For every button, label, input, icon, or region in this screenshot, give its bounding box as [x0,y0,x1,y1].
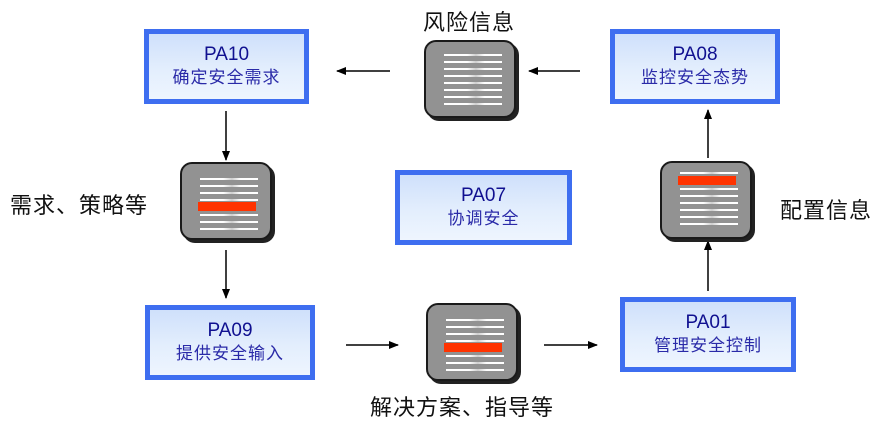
process-name: 协调安全 [447,208,520,229]
document-label-risk: 风险信息 [423,11,516,36]
highlight-bar [444,343,502,352]
document-icon-config [660,161,752,239]
highlight-bar [198,202,256,211]
process-name: 确定安全需求 [172,67,281,88]
process-box-pa10[interactable]: PA10 确定安全需求 [144,29,309,104]
process-name: 管理安全控制 [654,335,762,356]
document-label-config: 配置信息 [780,199,873,224]
document-icon-requirements [180,162,272,240]
document-label-solutions: 解决方案、指导等 [370,396,555,421]
process-code: PA08 [672,43,718,65]
process-code: PA01 [685,311,731,333]
highlight-bar [678,176,736,185]
process-name: 监控安全态势 [641,67,749,88]
process-box-pa07[interactable]: PA07 协调安全 [395,170,572,245]
process-code: PA07 [460,184,507,206]
document-label-requirements: 需求、策略等 [10,194,149,219]
document-icon-risk [424,40,516,118]
process-box-pa01[interactable]: PA01 管理安全控制 [620,297,796,372]
process-code: PA10 [203,43,250,65]
process-name: 提供安全输入 [176,343,284,364]
process-code: PA09 [207,319,253,341]
process-box-pa09[interactable]: PA09 提供安全输入 [145,305,315,380]
process-box-pa08[interactable]: PA08 监控安全态势 [610,29,780,104]
document-icon-solutions [426,303,518,381]
